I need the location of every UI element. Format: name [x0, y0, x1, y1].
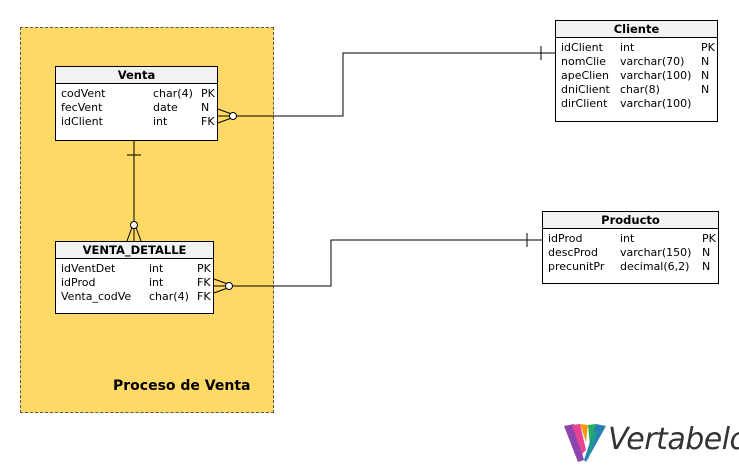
- column-type: int: [153, 115, 168, 128]
- column-key: N: [702, 260, 711, 273]
- column-row[interactable]: idClient int FK: [61, 115, 215, 129]
- column-type: int: [620, 232, 635, 245]
- column-key: N: [701, 83, 710, 96]
- column-row[interactable]: idProd int FK: [61, 276, 211, 290]
- column-type: varchar(100): [620, 97, 692, 110]
- column-name: idClient: [61, 115, 103, 128]
- column-type: decimal(6,2): [620, 260, 690, 273]
- column-row[interactable]: codVent char(4) PK: [61, 87, 215, 101]
- column-name: codVent: [61, 87, 106, 100]
- column-row[interactable]: nomClie varchar(70) N: [561, 55, 713, 69]
- column-name: nomClie: [561, 55, 606, 68]
- column-name: idProd: [548, 232, 583, 245]
- column-type: varchar(150): [620, 246, 692, 259]
- column-key: N: [702, 246, 711, 259]
- column-key: PK: [701, 41, 715, 54]
- relationship-venta-cliente: [217, 46, 555, 124]
- table-title: Cliente: [556, 21, 717, 38]
- column-name: fecVent: [61, 101, 103, 114]
- column-type: varchar(70): [620, 55, 685, 68]
- table-title: Venta: [56, 67, 217, 84]
- column-key: N: [201, 101, 210, 114]
- column-row[interactable]: dniClient char(8) N: [561, 83, 713, 97]
- column-name: idProd: [61, 276, 96, 289]
- vertabelo-logo-icon: [564, 424, 606, 462]
- column-key: PK: [702, 232, 716, 245]
- table-title: VENTA_DETALLE: [56, 242, 213, 259]
- table-venta-detalle[interactable]: VENTA_DETALLE idVentDet int PK idProd in…: [55, 241, 214, 314]
- column-row[interactable]: descProd varchar(150) N: [548, 246, 714, 260]
- vertabelo-logo-text: Vertabelo: [608, 422, 739, 457]
- table-producto[interactable]: Producto idProd int PK descProd varchar(…: [542, 211, 719, 284]
- column-type: int: [149, 262, 164, 275]
- column-row[interactable]: apeClien varchar(100) N: [561, 69, 713, 83]
- column-type: char(8): [620, 83, 660, 96]
- column-row[interactable]: fecVent date N: [61, 101, 213, 115]
- column-name: apeClien: [561, 69, 610, 82]
- column-type: varchar(100): [620, 69, 692, 82]
- relationship-venta-venta-detalle: [126, 141, 142, 242]
- subject-area-label: Proceso de Venta: [113, 378, 251, 394]
- column-key: PK: [197, 262, 211, 275]
- column-row[interactable]: idProd int PK: [548, 232, 716, 246]
- column-row[interactable]: dirClient varchar(100): [561, 97, 713, 111]
- column-name: idVentDet: [61, 262, 116, 275]
- column-key: FK: [197, 276, 211, 289]
- column-key: N: [701, 69, 710, 82]
- column-name: Venta_codVe: [61, 290, 132, 303]
- column-name: dirClient: [561, 97, 608, 110]
- column-key: FK: [201, 115, 215, 128]
- column-type: int: [620, 41, 635, 54]
- column-key: N: [701, 55, 710, 68]
- relationship-producto-venta-detalle: [213, 233, 542, 294]
- column-name: descProd: [548, 246, 598, 259]
- column-row[interactable]: Venta_codVe char(4) FK: [61, 290, 211, 304]
- column-type: char(4): [153, 87, 193, 100]
- table-venta[interactable]: Venta codVent char(4) PK fecVent date N …: [55, 66, 218, 141]
- column-type: char(4): [149, 290, 189, 303]
- column-row[interactable]: idVentDet int PK: [61, 262, 211, 276]
- column-name: idClient: [561, 41, 603, 54]
- table-cliente[interactable]: Cliente idClient int PK nomClie varchar(…: [555, 20, 718, 122]
- column-key: FK: [197, 290, 211, 303]
- table-title: Producto: [543, 212, 718, 229]
- column-type: int: [149, 276, 164, 289]
- column-name: precunitPr: [548, 260, 605, 273]
- column-row[interactable]: precunitPr decimal(6,2) N: [548, 260, 714, 274]
- column-key: PK: [201, 87, 215, 100]
- vertabelo-logo: Vertabelo: [562, 420, 739, 466]
- column-row[interactable]: idClient int PK: [561, 41, 715, 55]
- column-name: dniClient: [561, 83, 610, 96]
- column-type: date: [153, 101, 178, 114]
